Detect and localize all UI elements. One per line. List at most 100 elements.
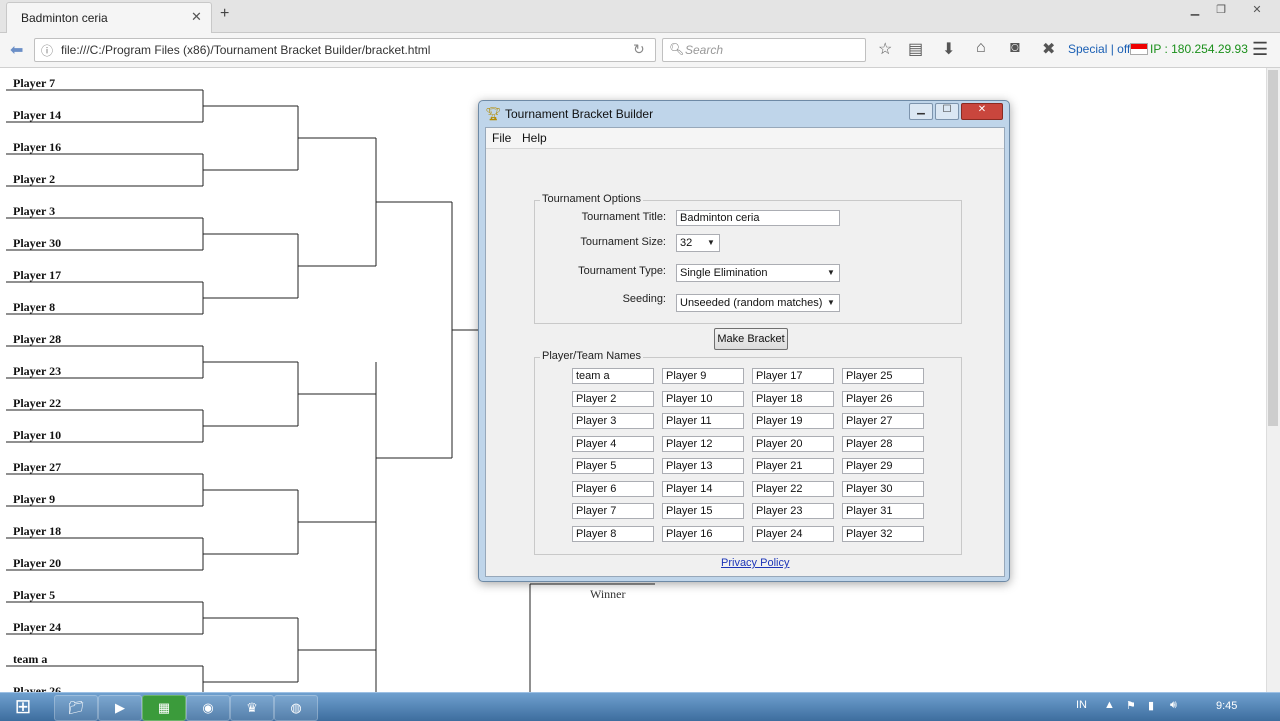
taskbar-app-icon[interactable]: ▦	[142, 695, 186, 721]
seeding-value: Unseeded (random matches)	[680, 297, 823, 309]
bracket-player: Player 26	[13, 684, 62, 692]
pocket-icon[interactable]: ◙	[1010, 39, 1020, 56]
dialog-maximize-icon[interactable]: ☐	[935, 103, 959, 120]
start-button-icon[interactable]: ⊞	[14, 696, 32, 718]
player-name-input[interactable]: Player 2	[572, 390, 654, 407]
page-scrollbar-thumb[interactable]	[1268, 70, 1278, 426]
player-name-input[interactable]: Player 11	[662, 413, 744, 429]
player-name-input[interactable]: Player 31	[842, 503, 924, 519]
player-name-input[interactable]: Player 21	[752, 458, 834, 474]
make-bracket-button[interactable]: Make Bracket	[714, 328, 788, 350]
player-name-input[interactable]: Player 14	[662, 480, 744, 497]
info-icon[interactable]: ⓘ	[41, 44, 54, 58]
tournament-title-input[interactable]: Badminton ceria	[676, 210, 840, 226]
action-center-icon[interactable]: ⚑	[1126, 700, 1136, 712]
volume-icon[interactable]: 🔊︎	[1170, 699, 1177, 711]
player-name-input[interactable]: Player 7	[572, 503, 654, 519]
dialog-minimize-icon[interactable]: ▁	[909, 103, 933, 120]
special-status[interactable]: Special | off	[1068, 42, 1131, 56]
dialog-close-icon[interactable]: ✕	[961, 103, 1003, 120]
search-box[interactable]: 🔍︎ Search	[662, 38, 866, 62]
reading-list-icon[interactable]: ▤	[908, 41, 924, 58]
player-name-input[interactable]: Player 5	[572, 458, 654, 474]
player-name-input[interactable]: Player 24	[752, 525, 834, 542]
new-tab-button[interactable]: +	[220, 5, 230, 22]
tournament-options-group	[534, 200, 962, 324]
player-names-group	[534, 357, 962, 555]
player-name-input[interactable]: Player 6	[572, 480, 654, 497]
player-name-input[interactable]: Player 12	[662, 435, 744, 452]
chevron-down-icon[interactable]: ▼	[827, 268, 835, 277]
player-name-input[interactable]: Player 20	[752, 435, 834, 452]
player-name-input[interactable]: Player 26	[842, 390, 924, 407]
url-text: file:///C:/Program Files (x86)/Tournamen…	[61, 43, 431, 57]
reload-icon[interactable]: ↻	[633, 41, 645, 57]
flag-icon	[1130, 43, 1148, 55]
menu-help[interactable]: Help	[522, 131, 547, 145]
seeding-label: Seeding:	[622, 293, 666, 305]
home-icon[interactable]: ⌂	[976, 39, 986, 56]
taskbar-clock[interactable]: 9:45	[1216, 700, 1238, 712]
browser-tab[interactable]: Badminton ceria ✕	[6, 2, 212, 33]
address-bar[interactable]: ⓘ file:///C:/Program Files (x86)/Tournam…	[34, 38, 656, 62]
privacy-policy-link[interactable]: Privacy Policy	[721, 557, 790, 569]
player-name-input[interactable]: Player 19	[752, 413, 834, 429]
player-name-input[interactable]: Player 17	[752, 368, 834, 384]
tournament-title-label: Tournament Title:	[581, 211, 666, 223]
download-icon[interactable]: ⬇	[942, 41, 956, 58]
minimize-window-icon[interactable]: ▁	[1190, 4, 1200, 16]
search-placeholder: Search	[685, 43, 724, 57]
player-name-input[interactable]: Player 10	[662, 390, 744, 407]
taskbar-firefox-icon[interactable]: ◍	[274, 695, 318, 721]
player-name-input[interactable]: Player 16	[662, 525, 744, 542]
player-name-input[interactable]: Player 29	[842, 458, 924, 474]
dialog-menubar: File Help	[486, 128, 1004, 149]
bracket-player: Player 17	[13, 268, 62, 282]
player-name-input[interactable]: Player 27	[842, 413, 924, 429]
player-name-input[interactable]: Player 3	[572, 413, 654, 429]
chevron-down-icon[interactable]: ▼	[707, 238, 715, 247]
taskbar-chrome-icon[interactable]: ◉	[186, 695, 230, 721]
bracket-player: Player 10	[13, 428, 62, 442]
seeding-select[interactable]: Unseeded (random matches) ▼	[676, 294, 840, 312]
bracket-player: Player 7	[13, 76, 56, 90]
player-name-input[interactable]: Player 15	[662, 503, 744, 519]
tournament-type-label: Tournament Type:	[578, 265, 666, 277]
player-name-input[interactable]: Player 25	[842, 368, 924, 384]
player-name-input[interactable]: Player 8	[572, 525, 654, 542]
taskbar-explorer-icon[interactable]: 📁︎	[54, 695, 98, 721]
bracket-player: Player 27	[13, 460, 62, 474]
bracket-player: Player 5	[13, 588, 56, 602]
tray-expand-icon[interactable]: ▲	[1104, 699, 1115, 711]
taskbar-trophy-icon[interactable]: ♛	[230, 695, 274, 721]
player-name-input[interactable]: team a	[572, 368, 654, 384]
restore-window-icon[interactable]: ❐	[1216, 4, 1226, 16]
player-name-input[interactable]: Player 30	[842, 480, 924, 497]
network-icon[interactable]: ▮	[1148, 700, 1155, 712]
search-icon: 🔍︎	[669, 42, 685, 56]
player-name-input[interactable]: Player 18	[752, 390, 834, 407]
bracket-player: Player 16	[13, 140, 62, 154]
tournament-size-select[interactable]: 32 ▼	[676, 234, 720, 252]
windows-taskbar: ⊞ 📁︎ ▶ ▦ ◉ ♛ ◍ IN ▲ ⚑ ▮ 🔊︎ 9:45	[0, 692, 1280, 721]
tournament-type-select[interactable]: Single Elimination ▼	[676, 264, 840, 282]
taskbar-media-icon[interactable]: ▶	[98, 695, 142, 721]
close-window-icon[interactable]: ✕	[1252, 4, 1262, 16]
player-name-input[interactable]: Player 23	[752, 503, 834, 519]
player-name-input[interactable]: Player 4	[572, 435, 654, 452]
bracket-player: Player 28	[13, 332, 62, 346]
player-name-input[interactable]: Player 22	[752, 480, 834, 497]
extension-x-icon[interactable]: ✖	[1042, 41, 1056, 58]
player-name-input[interactable]: Player 9	[662, 368, 744, 384]
bookmark-star-icon[interactable]: ☆	[878, 41, 893, 58]
player-name-input[interactable]: Player 28	[842, 435, 924, 452]
player-name-input[interactable]: Player 13	[662, 458, 744, 474]
tab-close-icon[interactable]: ✕	[191, 9, 202, 24]
back-arrow-icon[interactable]: ⬅	[10, 42, 24, 59]
chevron-down-icon[interactable]: ▼	[827, 298, 835, 307]
hamburger-menu-icon[interactable]: ☰	[1252, 39, 1269, 59]
menu-file[interactable]: File	[492, 131, 512, 145]
player-name-input[interactable]: Player 32	[842, 525, 924, 542]
bracket-player: Player 20	[13, 556, 62, 570]
language-indicator[interactable]: IN	[1076, 699, 1087, 711]
